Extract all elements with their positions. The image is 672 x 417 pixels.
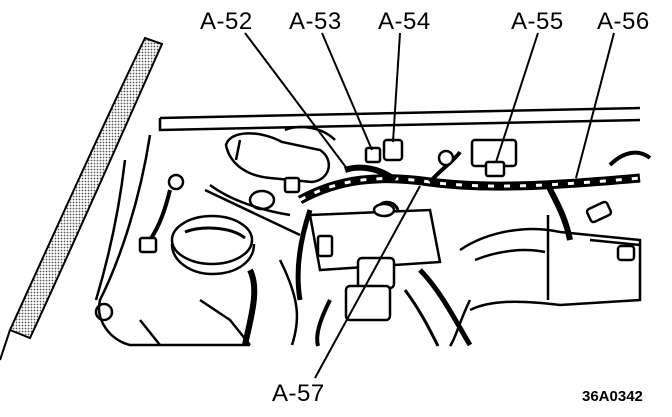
callout-a53: A-53 (289, 8, 342, 35)
leader-a57 (314, 185, 421, 379)
leader-a56 (575, 32, 615, 179)
lower-components (139, 259, 332, 347)
leader-a55 (495, 32, 539, 163)
leader-a53 (321, 32, 373, 151)
air-intake-duct (403, 215, 642, 347)
left-connectors (138, 173, 301, 254)
washer-reservoir (224, 125, 336, 211)
wiring-harness (295, 150, 652, 301)
figure-code: 36A0342 (582, 388, 643, 405)
hood-edge (0, 36, 164, 361)
callout-a55: A-55 (511, 8, 564, 35)
harness-connectors (364, 138, 636, 262)
relay-box (308, 200, 442, 322)
callout-a56: A-56 (597, 8, 650, 35)
leader-lines (244, 32, 615, 379)
callout-a57: A-57 (272, 380, 325, 407)
callout-a52: A-52 (200, 8, 253, 35)
strut-tower (170, 214, 256, 276)
leader-a52 (244, 32, 349, 171)
fender-outline (94, 106, 641, 347)
callout-a54: A-54 (378, 8, 431, 35)
leader-a54 (392, 32, 401, 143)
